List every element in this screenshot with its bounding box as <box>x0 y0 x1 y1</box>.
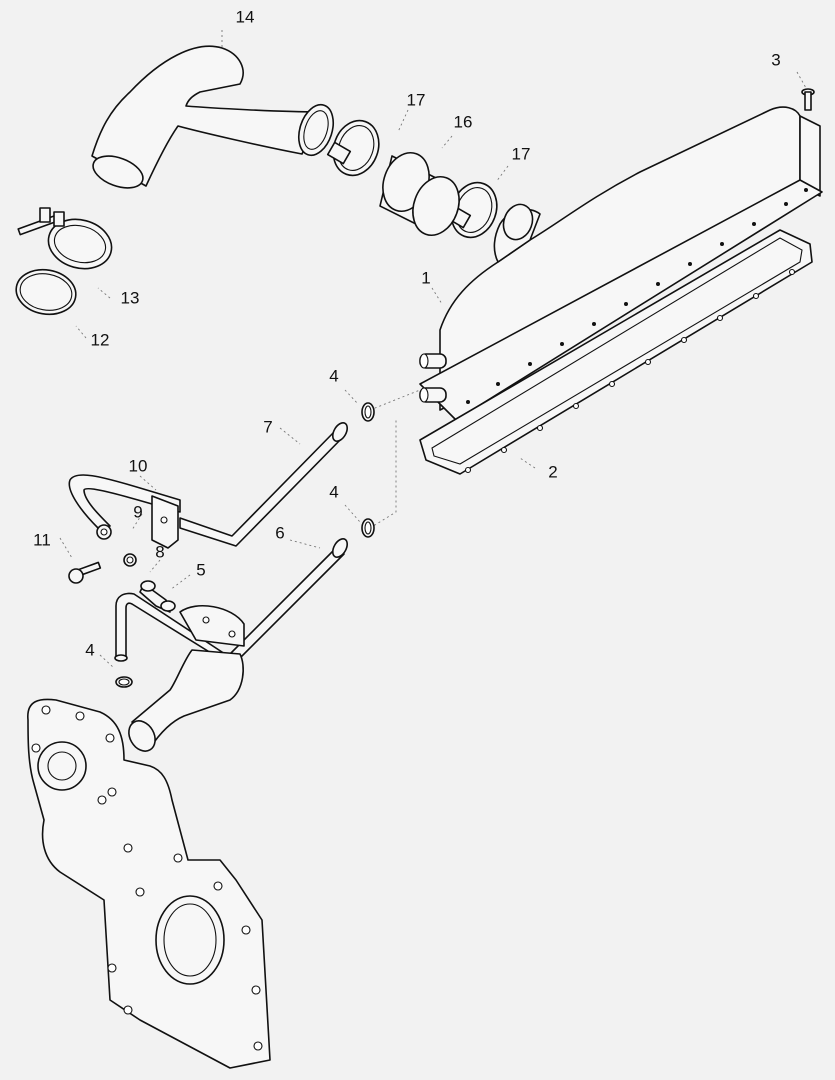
engine-front-cover <box>27 698 271 1069</box>
o-ring-4-upper <box>361 402 375 422</box>
clamp-13 <box>17 207 113 270</box>
cooler-body-1 <box>419 106 823 421</box>
callout-13: 13 <box>120 288 140 308</box>
fitting-8 <box>123 553 137 567</box>
bolt-11 <box>68 561 102 584</box>
thermostat-elbow <box>128 604 245 752</box>
clamp-17-upper <box>326 119 380 177</box>
callout-17-lower: 17 <box>511 144 531 164</box>
callout-11: 11 <box>33 530 51 550</box>
pipe-6 <box>114 538 349 667</box>
callout-7: 7 <box>263 417 273 437</box>
nut-10-end <box>96 524 112 540</box>
hose-14 <box>91 45 335 189</box>
bracket-9 <box>151 495 179 549</box>
bolt-3 <box>801 88 815 111</box>
callout-5: 5 <box>196 560 206 580</box>
callout-10: 10 <box>128 456 148 476</box>
callout-6: 6 <box>275 523 285 543</box>
callout-14: 14 <box>235 7 255 27</box>
callout-8: 8 <box>155 542 165 562</box>
callout-17-upper: 17 <box>406 90 426 110</box>
callout-4-middle: 4 <box>329 482 339 502</box>
callout-3: 3 <box>771 50 781 70</box>
ring-12 <box>15 268 77 316</box>
fitting-5 <box>139 580 176 613</box>
o-ring-4-lower <box>115 676 133 688</box>
callout-16: 16 <box>453 112 473 132</box>
gasket-2 <box>419 229 813 475</box>
o-ring-4-middle <box>361 518 375 538</box>
callout-2: 2 <box>548 462 558 482</box>
callout-12: 12 <box>90 330 110 350</box>
callout-9: 9 <box>133 502 143 522</box>
callout-4-lower: 4 <box>85 640 95 660</box>
callout-4-upper: 4 <box>329 366 339 386</box>
callout-1: 1 <box>421 268 431 288</box>
leader-lines <box>59 30 807 669</box>
pipe-7 <box>179 422 349 547</box>
sleeve-16 <box>379 152 460 236</box>
pipe-10 <box>68 474 181 529</box>
